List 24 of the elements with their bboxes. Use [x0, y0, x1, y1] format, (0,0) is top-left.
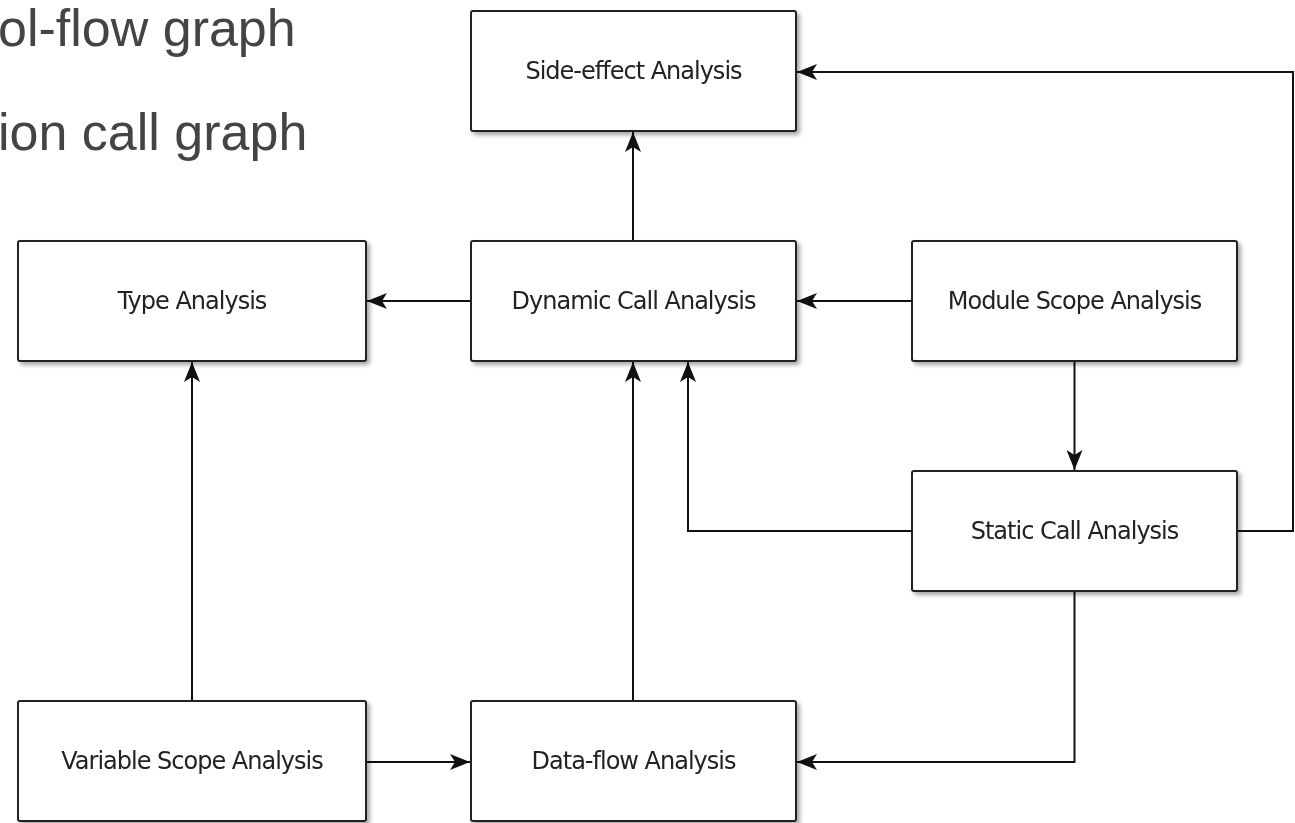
- process-box: [470, 700, 797, 822]
- arrow: [625, 131, 641, 241]
- process-box: [17, 700, 367, 822]
- box-label: Dynamic Call Analysis: [511, 287, 756, 315]
- box-label: Type Analysis: [117, 287, 267, 315]
- process-box: [17, 240, 367, 362]
- arrow: [680, 361, 912, 532]
- arrow: [366, 293, 471, 309]
- process-box: [470, 240, 797, 362]
- arrow: [625, 361, 641, 701]
- arrow: [366, 754, 471, 770]
- arrow: [796, 64, 1294, 532]
- box-label: Side-effect Analysis: [525, 57, 742, 85]
- arrow: [1066, 361, 1083, 471]
- box-label: Module Scope Analysis: [947, 287, 1202, 315]
- arrow: [796, 591, 1076, 770]
- arrow: [184, 361, 200, 701]
- process-box: [470, 10, 797, 132]
- process-box: [911, 240, 1238, 362]
- arrow: [796, 293, 912, 309]
- box-label: Data-flow Analysis: [531, 747, 736, 775]
- process-box: [911, 470, 1238, 592]
- box-label: Static Call Analysis: [970, 517, 1179, 545]
- box-label: Variable Scope Analysis: [61, 747, 323, 775]
